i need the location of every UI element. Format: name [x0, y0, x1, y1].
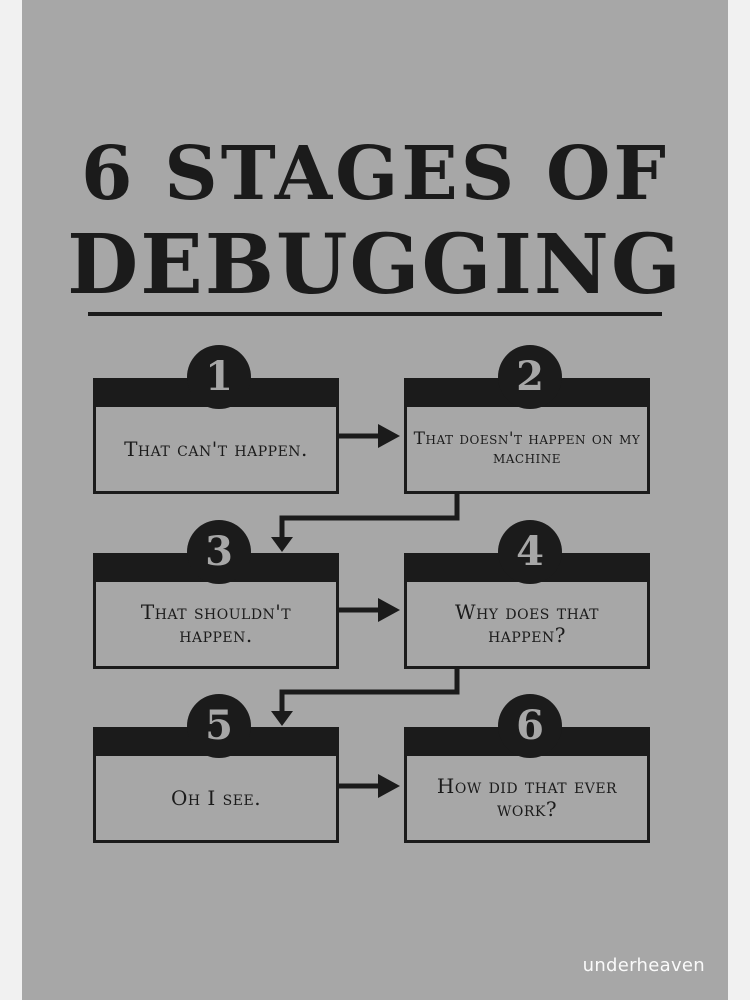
stage-number-badge: 6	[498, 694, 562, 758]
stage-number-badge: 4	[498, 520, 562, 584]
stage-text: That shouldn't happen.	[140, 600, 292, 647]
arrow-4-to-5	[271, 668, 460, 726]
arrow-3-to-4	[338, 598, 400, 622]
stage-4-box: 4 Why does that happen?	[404, 520, 650, 669]
artist-watermark: underheaven	[582, 955, 705, 976]
stage-text: That doesn't happen on my machine	[413, 429, 641, 468]
flow-connectors	[271, 424, 460, 798]
stage-number-badge: 1	[187, 345, 251, 409]
stage-number-badge: 2	[498, 345, 562, 409]
title-underline	[88, 312, 662, 316]
stage-text: How did that ever work?	[436, 774, 618, 821]
stage-6-box: 6 How did that ever work?	[404, 694, 650, 843]
stage-text: Why does that happen?	[455, 600, 599, 647]
stage-3-box: 3 That shouldn't happen.	[93, 520, 339, 669]
stage-1-box: 1 That can't happen.	[93, 345, 339, 494]
stage-number-badge: 3	[187, 520, 251, 584]
stage-5-box: 5 Oh I see.	[93, 694, 339, 843]
arrow-2-to-3	[271, 494, 460, 552]
arrow-5-to-6	[338, 774, 400, 798]
poster: 6 STAGES OF DEBUGGING 1 Th	[22, 0, 728, 1000]
stage-text: That can't happen.	[124, 436, 308, 461]
stage-number-badge: 5	[187, 694, 251, 758]
stage-2-box: 2 That doesn't happen on my machine	[404, 345, 650, 494]
title-line-1: 6 STAGES OF	[81, 131, 669, 217]
title-line-2: DEBUGGING	[67, 217, 683, 313]
stage-text: Oh I see.	[170, 785, 262, 810]
arrow-1-to-2	[338, 424, 400, 448]
